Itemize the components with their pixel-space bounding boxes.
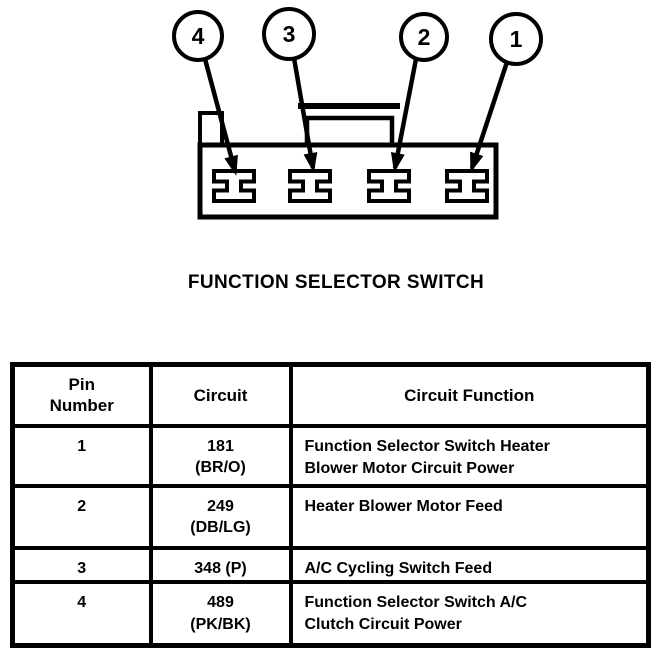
circuit-cell: 181 (BR/O) (148, 423, 293, 488)
leader-arrow-2 (390, 58, 419, 173)
pin-terminal-slot-c (367, 169, 411, 203)
circuit-cell: 249 (DB/LG) (148, 483, 293, 550)
pinout-table: Pin Number Circuit Circuit Function 1 18… (10, 362, 651, 648)
callout-label-2: 2 (418, 24, 431, 50)
pin-terminal-slot-b (288, 169, 332, 203)
pin-terminal-slot-d (445, 169, 489, 203)
pin-number-cell: 2 (10, 483, 153, 550)
callout-label-4: 4 (192, 23, 205, 49)
pin-number-cell: 4 (10, 580, 153, 648)
circuit-function-cell: A/C Cycling Switch Feed (288, 545, 651, 585)
callout-balloon-2: 2 (399, 12, 449, 62)
pin-terminal-slot-a (212, 169, 256, 203)
circuit-cell: 489 (PK/BK) (148, 580, 293, 648)
connector-pinout-diagram: 4 3 2 1 (172, 7, 543, 220)
header-pin-number: Pin Number (10, 362, 153, 428)
callout-balloon-3: 3 (262, 7, 316, 61)
leader-arrow-4 (202, 58, 238, 176)
diagram-caption: FUNCTION SELECTOR SWITCH (187, 272, 485, 293)
circuit-function-cell: Heater Blower Motor Feed (288, 483, 651, 550)
leader-arrow-1 (469, 61, 510, 173)
circuit-function-cell: Function Selector Switch Heater Blower M… (288, 423, 651, 488)
circuit-function-cell: Function Selector Switch A/C Clutch Circ… (288, 580, 651, 648)
table-row: 2 249 (DB/LG) Heater Blower Motor Feed (10, 483, 651, 550)
table-row: 1 181 (BR/O) Function Selector Switch He… (10, 423, 651, 488)
header-circuit: Circuit (148, 362, 293, 428)
leader-arrow-3 (291, 57, 318, 173)
table-header-row: Pin Number Circuit Circuit Function (10, 362, 651, 428)
callout-label-1: 1 (510, 26, 523, 52)
pin-number-cell: 1 (10, 423, 153, 488)
callout-balloon-1: 1 (489, 12, 543, 66)
table-row: 3 348 (P) A/C Cycling Switch Feed (10, 545, 651, 585)
circuit-cell: 348 (P) (148, 545, 293, 585)
table-row: 4 489 (PK/BK) Function Selector Switch A… (10, 580, 651, 648)
callout-balloon-4: 4 (172, 10, 224, 62)
header-circuit-function: Circuit Function (288, 362, 651, 428)
connector-latch-tab (304, 115, 395, 148)
pin-number-cell: 3 (10, 545, 153, 585)
callout-label-3: 3 (283, 21, 296, 47)
